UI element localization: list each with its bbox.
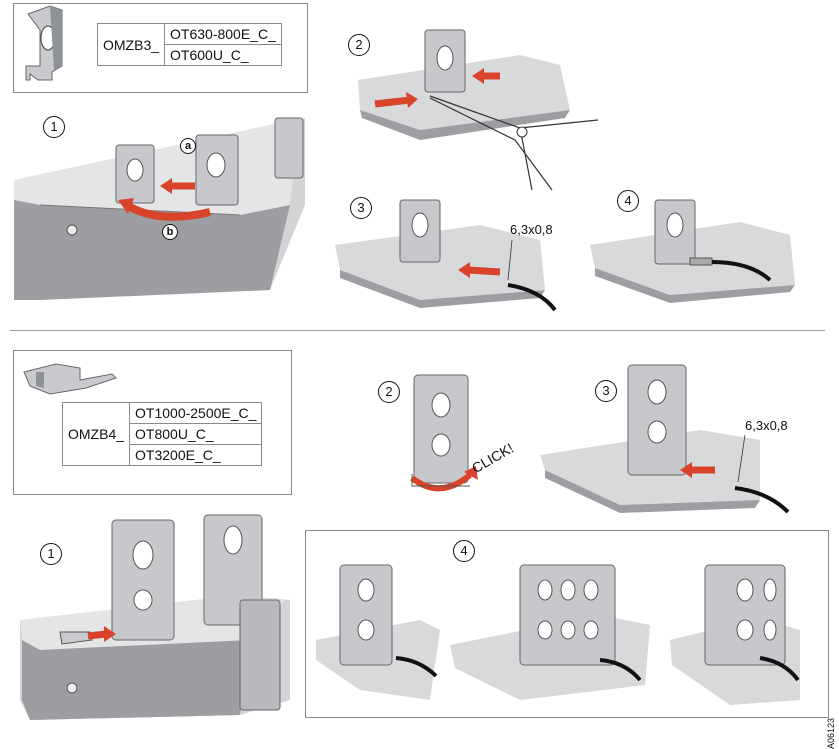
top-model-1: OT630-800E_C_	[164, 23, 282, 45]
top-step-2-illustration	[358, 29, 599, 191]
document-id: A06123	[826, 718, 836, 749]
bottom-step-2-illustration	[410, 374, 478, 492]
top-callout-b: b	[162, 224, 178, 240]
bottom-model-table: OMZB4_ OT1000-2500E_C_ OT800U_C_ OT3200E…	[61, 402, 263, 466]
top-step-3-illustration	[335, 199, 557, 312]
top-callout-a: a	[180, 138, 196, 154]
bottom-step-2-number: 2	[378, 381, 400, 403]
top-step-2-number: 2	[348, 34, 370, 56]
bracket-base-icon	[23, 363, 117, 395]
top-step-3-number: 3	[350, 197, 372, 219]
bottom-step-3-illustration	[540, 364, 790, 514]
top-step-4-illustration	[590, 199, 795, 303]
bottom-step-4-illustration	[316, 564, 800, 705]
bottom-step-3-number: 3	[595, 380, 617, 402]
top-model-2: OT600U_C_	[164, 44, 282, 66]
bracket-clip-icon	[25, 5, 63, 81]
top-step-1-illustration	[14, 117, 305, 300]
bottom-model-3: OT3200E_C_	[129, 444, 263, 466]
section-divider	[10, 330, 825, 331]
bottom-step-1-number: 1	[40, 543, 62, 565]
bottom-model-2: OT800U_C_	[129, 423, 263, 445]
bottom-step-1-illustration	[20, 514, 290, 720]
bottom-part-code: OMZB4_	[61, 402, 131, 466]
bottom-wire-size-label: 6,3x0,8	[745, 418, 788, 433]
top-model-table: OMZB3_ OT630-800E_C_ OT600U_C_	[96, 23, 282, 66]
bottom-step-4-number: 4	[453, 540, 475, 562]
top-step-1-number: 1	[43, 116, 65, 138]
top-part-code: OMZB3_	[96, 23, 166, 66]
top-wire-size-label: 6,3x0,8	[510, 222, 553, 237]
top-step-4-number: 4	[617, 190, 639, 212]
